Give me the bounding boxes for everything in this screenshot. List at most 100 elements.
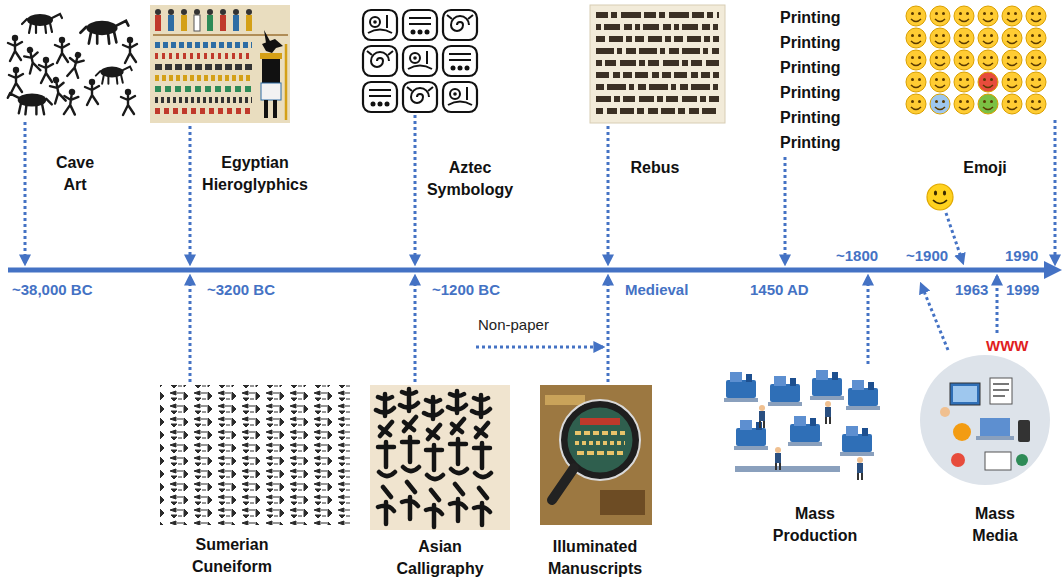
- hieroglyphics-picture: [155, 64, 252, 70]
- date-label: 1990: [1005, 247, 1038, 264]
- emoji-grid: [978, 6, 998, 26]
- calligraphy-picture: [424, 397, 443, 527]
- factory-picture: [840, 426, 874, 456]
- item-caption: Egyptian Hieroglyphics: [190, 152, 320, 197]
- label-holder: WWW: [985, 337, 1029, 355]
- rebus-picture: [590, 5, 725, 123]
- media-picture: [976, 436, 1014, 440]
- item-caption: Rebus: [615, 157, 695, 179]
- dotted-pointer: [867, 276, 870, 364]
- timeline-item: Illuminated Manuscripts: [538, 383, 656, 583]
- hieroglyphics-picture: [261, 83, 281, 100]
- timeline-item: Aztec Symbology: [355, 5, 522, 215]
- timeline-item: Cave Art: [5, 5, 145, 205]
- factory-picture: [857, 457, 863, 480]
- calligraphy-picture: [376, 394, 395, 524]
- cave-art-picture: [39, 57, 53, 83]
- cuneiform-picture: [160, 385, 350, 525]
- date-label: 1450 AD: [750, 281, 809, 298]
- timeline-item: Mass Production: [718, 363, 883, 553]
- item-caption: Asian Calligraphy: [390, 536, 490, 581]
- emoji-grid: [906, 28, 926, 48]
- timeline-item: Egyptian Hieroglyphics: [150, 5, 322, 205]
- printing-label: Printing: [780, 133, 840, 152]
- cave-art-picture: [96, 67, 132, 84]
- cave-art-picture: [8, 35, 22, 61]
- printing-label: Printing: [780, 108, 840, 127]
- emoji-grid: [930, 72, 950, 92]
- emoji-grid: [978, 28, 998, 48]
- item-caption: Mass Media: [960, 503, 1030, 548]
- emoji-grid: [1026, 6, 1046, 26]
- emoji-grid: [930, 6, 950, 26]
- manuscript-picture: [575, 441, 625, 445]
- item-caption: Aztec Symbology: [420, 157, 520, 202]
- hieroglyphics-picture: [207, 15, 213, 31]
- emoji-grid: [906, 50, 926, 70]
- manuscript-picture: [580, 418, 620, 425]
- hieroglyphics-picture: [155, 9, 161, 15]
- emoji-grid: [954, 72, 974, 92]
- media-picture: [950, 383, 980, 405]
- label-holder: 1450 AD: [750, 281, 809, 299]
- smiley-icon: [933, 200, 947, 204]
- factory-picture: [724, 372, 758, 402]
- emoji-grid: [954, 28, 974, 48]
- cuneiform-picture: [160, 385, 350, 525]
- cave-art-picture: [62, 88, 80, 116]
- emoji-grid: [978, 72, 998, 92]
- media-picture: [990, 378, 1012, 404]
- label-holder: Printing: [780, 33, 840, 52]
- factory-picture: [846, 380, 880, 410]
- manuscript-picture: [600, 490, 645, 515]
- emoji-grid: [930, 50, 950, 70]
- hieroglyphics-picture: [155, 42, 252, 48]
- factory-picture: [734, 420, 768, 450]
- aztec-glyphs: [403, 10, 437, 40]
- hieroglyphics-picture: [262, 30, 283, 53]
- emoji-grid: [906, 6, 1046, 114]
- printing-label: Printing: [780, 8, 840, 27]
- aztec-glyphs: [403, 82, 437, 112]
- dotted-pointer: [607, 126, 610, 264]
- label-holder: Printing: [780, 83, 840, 102]
- emoji-grid: [978, 94, 998, 114]
- smiley-icon: [943, 190, 946, 195]
- aztec-glyphs: [363, 10, 397, 40]
- hieroglyphics-picture: [181, 15, 187, 31]
- hieroglyphics-picture: [155, 15, 161, 31]
- manuscript-picture: [552, 468, 574, 500]
- factory-picture: [768, 376, 802, 406]
- label-holder: ~1200 BC: [432, 281, 500, 299]
- dotted-pointer: [414, 115, 417, 264]
- media-picture: [1016, 454, 1028, 466]
- item-caption: Emoji: [945, 157, 1025, 179]
- rebus-picture: [596, 24, 719, 30]
- rebus-picture: [596, 36, 719, 42]
- date-label: 1999: [1006, 281, 1039, 298]
- label-holder: ~38,000 BC: [12, 281, 92, 299]
- hieroglyphics-picture: [233, 15, 239, 31]
- manuscript-picture: [540, 385, 652, 525]
- hieroglyphics-picture: [207, 9, 213, 15]
- dotted-pointer: [25, 115, 1055, 382]
- manuscript-picture: [545, 395, 585, 405]
- rebus-picture: [596, 72, 719, 78]
- dotted-pointer: [607, 276, 610, 382]
- rebus-picture: [596, 84, 719, 90]
- label-holder: Non-paper: [478, 316, 549, 334]
- aztec-glyphs: [443, 10, 477, 40]
- cave-art-picture: [121, 89, 135, 115]
- emoji-grid: [954, 50, 974, 70]
- label-holder: Printing: [780, 8, 840, 27]
- label-holder: Medieval: [625, 281, 688, 299]
- dotted-pointer: [946, 213, 963, 263]
- media-picture: [953, 423, 971, 441]
- item-caption: Cave Art: [45, 152, 105, 197]
- media-picture: [993, 384, 1009, 396]
- emoji-grid: [1026, 94, 1046, 114]
- label-holder: ~1800: [836, 247, 878, 265]
